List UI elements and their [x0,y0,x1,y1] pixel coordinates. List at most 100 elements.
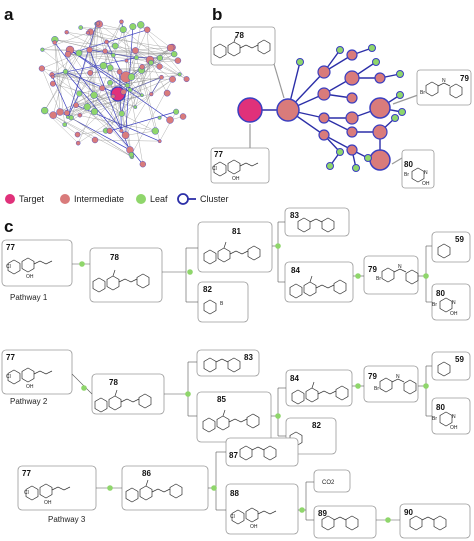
network-edge [103,21,122,66]
network-node [124,58,129,63]
network-node [40,47,45,52]
compound-number: 77 [22,469,31,478]
compound-number: 80 [436,289,445,298]
callout-78: 78 [210,26,276,66]
network-node [102,48,108,54]
network-edge [119,71,122,131]
network-node [74,131,81,138]
network-node [83,103,91,111]
network-edge [69,49,126,136]
network-node [171,50,178,58]
tree-leaf [296,58,304,66]
network-edge [79,57,160,116]
network-edge [80,27,175,55]
network-edge [53,49,71,116]
network-node [41,106,49,115]
compound-number: 80 [404,160,413,169]
network-edge [97,23,122,131]
network-edge [102,29,124,89]
compound-number: 85 [217,395,226,404]
network-edge [129,89,143,165]
network-node [107,79,113,86]
tree-node [374,72,386,84]
network-edge [52,65,104,77]
network-edge [119,71,132,155]
compound-number: 82 [312,421,321,430]
tree-leaf [372,58,380,66]
network-node [157,115,162,120]
network-node [166,116,174,124]
pathway-3: 77 Pathway 3 86 87 88 CO2 89 90 [17,437,471,539]
compound-number: 82 [203,285,212,294]
network-node [139,64,145,70]
network-node [156,54,163,62]
network-node [149,92,154,97]
network-edge [54,42,61,113]
pathway-label: Pathway 2 [10,397,48,406]
network-node [128,151,135,158]
reaction-node [187,269,193,275]
network-node [129,23,137,31]
tree-node [346,126,358,138]
network-node [56,108,64,116]
network-node [133,105,138,109]
network-node [52,40,57,45]
network-node [110,52,116,58]
network-edge [94,139,160,142]
compound-number: 59 [455,235,464,244]
tree-node [346,92,358,104]
network-edge [67,95,95,118]
network-node [110,94,116,99]
panel-label-a: a [4,5,14,24]
network-edge [94,95,143,112]
network-edge [79,21,122,94]
network-node [73,102,79,109]
network-node [119,128,124,133]
network-edge [66,95,142,114]
network-node [77,112,83,118]
network-node [151,127,159,135]
tree-node [317,65,331,79]
network-edge [77,130,106,135]
tree-leaf [336,46,344,54]
network-node [134,55,139,60]
compound-number: 90 [404,508,413,517]
reaction-node [355,273,361,279]
network-edge [71,117,132,157]
network-edge [135,50,178,61]
network-node [38,65,45,72]
network-node [144,26,151,33]
network-node [49,80,56,87]
tree-node [369,149,391,171]
compound-number: 83 [244,353,253,362]
network-node [65,115,70,119]
tree-node-target [237,97,263,123]
network-node [106,64,114,72]
network-edge [54,42,126,136]
network-edge [79,74,180,116]
network-node [116,69,123,75]
pathway-label: Pathway 3 [48,515,86,524]
network-edge [76,96,114,106]
network-node [49,111,57,119]
reaction-node [81,385,87,391]
tree-leaf [398,108,406,116]
network-edge [41,68,61,113]
network-edge [125,130,156,136]
network-node [64,51,72,58]
compound-number: 79 [368,372,377,381]
compound-number: 77 [6,353,15,362]
network-node [95,21,101,26]
network-node [157,139,162,144]
network-node [140,93,144,98]
compound-number: 81 [232,227,241,236]
tree-node [344,70,360,86]
network-edge [53,114,132,157]
reaction-node [107,485,113,491]
tree-nodes [237,44,406,172]
network-edge [54,39,106,52]
atom-label: B [220,301,224,307]
compound-number: 78 [110,253,119,262]
network-node [76,90,83,97]
tree-node [345,111,359,125]
